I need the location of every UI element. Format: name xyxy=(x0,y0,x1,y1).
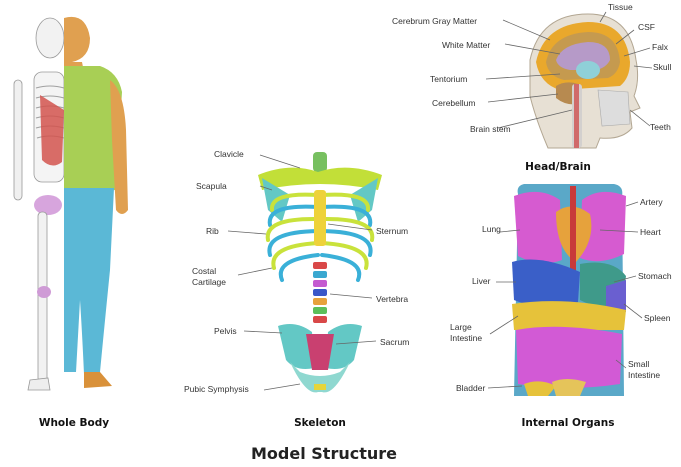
label-white-matter: White Matter xyxy=(442,40,490,50)
internal-organs-model xyxy=(512,184,626,396)
label-heart: Heart xyxy=(640,227,661,237)
label-falx: Falx xyxy=(652,42,669,52)
internal-organs-panel: Lung Liver Large Intestine Bladder Arter… xyxy=(450,184,672,429)
skeleton-caption: Skeleton xyxy=(294,417,346,429)
label-rib: Rib xyxy=(206,226,219,236)
label-liver: Liver xyxy=(472,276,491,286)
label-bladder: Bladder xyxy=(456,383,485,393)
label-small-intestine-line2: Intestine xyxy=(628,370,660,380)
label-pubic-symphysis: Pubic Symphysis xyxy=(184,384,249,394)
label-small-intestine-line1: Small xyxy=(628,359,649,369)
skeleton-model xyxy=(258,152,382,392)
label-spleen: Spleen xyxy=(644,313,671,323)
label-brain-stem: Brain stem xyxy=(470,124,511,134)
label-artery: Artery xyxy=(640,197,663,207)
label-cerebellum: Cerebellum xyxy=(432,98,475,108)
whole-body-model xyxy=(14,17,128,390)
label-teeth: Teeth xyxy=(650,122,671,132)
label-clavicle: Clavicle xyxy=(214,149,244,159)
label-sternum: Sternum xyxy=(376,226,408,236)
label-large-intestine-line2: Intestine xyxy=(450,333,482,343)
label-vertebra: Vertebra xyxy=(376,294,408,304)
label-costal-cartilage-line2: Cartilage xyxy=(192,277,226,287)
label-scapula: Scapula xyxy=(196,181,227,191)
label-pelvis: Pelvis xyxy=(214,326,237,336)
label-csf: CSF xyxy=(638,22,655,32)
head-brain-model xyxy=(530,14,640,148)
label-large-intestine-line1: Large xyxy=(450,322,472,332)
label-stomach: Stomach xyxy=(638,271,672,281)
label-cerebrum-gray-matter: Cerebrum Gray Matter xyxy=(392,16,477,26)
label-lung: Lung xyxy=(482,224,501,234)
label-tissue: Tissue xyxy=(608,2,633,12)
internal-organs-caption: Internal Organs xyxy=(522,417,615,429)
label-sacrum: Sacrum xyxy=(380,337,409,347)
head-brain-caption: Head/Brain xyxy=(525,161,591,173)
head-brain-panel: Cerebrum Gray Matter White Matter Tentor… xyxy=(392,2,672,173)
skeleton-panel: Clavicle Scapula Rib Costal Cartilage Pe… xyxy=(184,149,409,429)
whole-body-caption: Whole Body xyxy=(39,417,109,429)
whole-body-panel: Whole Body xyxy=(14,17,128,429)
figure-title: Model Structure xyxy=(251,444,397,463)
label-skull: Skull xyxy=(653,62,672,72)
label-tentorium: Tentorium xyxy=(430,74,467,84)
label-costal-cartilage-line1: Costal xyxy=(192,266,216,276)
